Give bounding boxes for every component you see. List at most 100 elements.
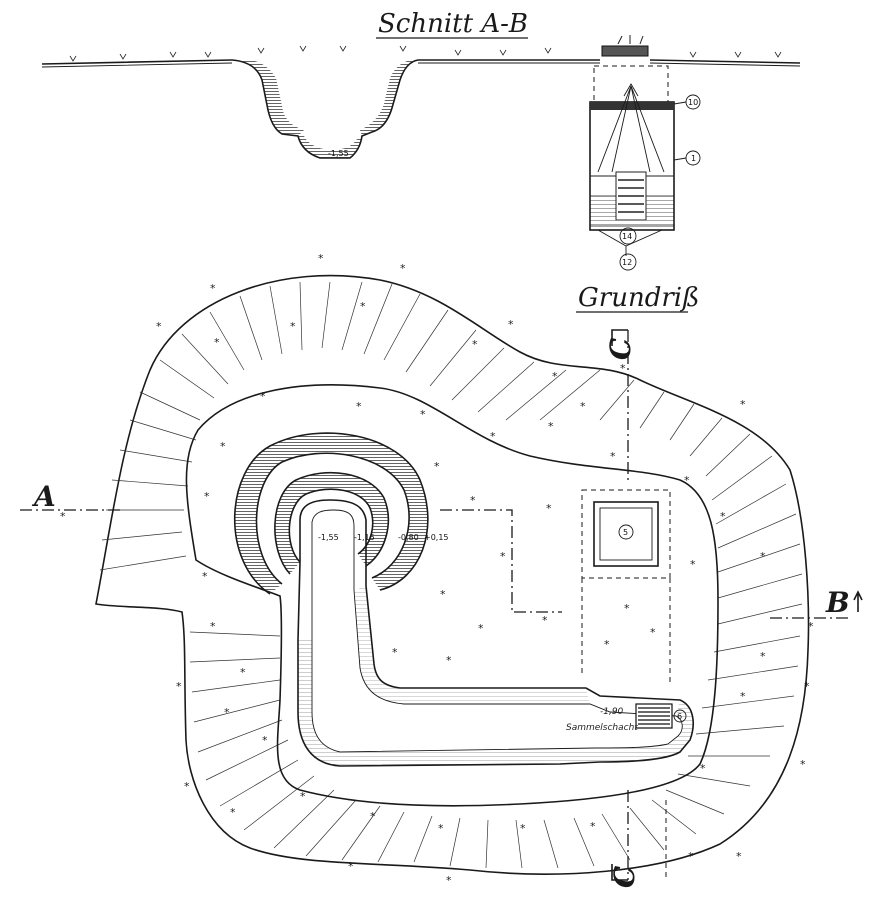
svg-text:*: * [356, 400, 362, 413]
svg-text:*: * [546, 502, 552, 515]
marker-c-bottom: C [608, 865, 641, 888]
section-line-ab [20, 509, 850, 619]
shaft-callout-circle [618, 524, 634, 540]
svg-text:*: * [60, 510, 66, 523]
level-1: -1,55 [318, 533, 339, 542]
section-callouts: 10 1 14 12 [619, 94, 701, 271]
section-title: Schnitt A-B [378, 9, 528, 39]
svg-text:*: * [542, 614, 548, 627]
svg-text:*: * [240, 666, 246, 679]
section-depth-label: -1,55 [328, 149, 349, 158]
svg-text:*: * [210, 620, 216, 633]
svg-text:*: * [440, 588, 446, 601]
svg-text:*: * [552, 370, 558, 383]
shaft-callout: 5 [623, 528, 628, 537]
svg-text:*: * [300, 790, 306, 803]
sump-depth: -1,90 [600, 707, 624, 717]
svg-text:*: * [290, 320, 296, 333]
svg-text:*: * [736, 850, 742, 863]
svg-text:*: * [400, 262, 406, 275]
svg-text:*: * [156, 320, 162, 333]
shaft-cover [601, 45, 649, 57]
marker-a: A [31, 480, 56, 513]
svg-text:*: * [610, 450, 616, 463]
svg-text:*: * [690, 558, 696, 571]
svg-text:*: * [472, 338, 478, 351]
marker-c-bottom-arrow [611, 864, 628, 881]
grass-asterisks: *** *** *** *** *** *** *** *** *** *** … [60, 252, 814, 887]
svg-text:*: * [318, 252, 324, 265]
sump-callout-circle [673, 709, 687, 723]
sump-callout: 6 [677, 712, 682, 721]
outer-spoil-boundary [95, 274, 810, 875]
svg-text:*: * [204, 490, 210, 503]
svg-text:*: * [580, 400, 586, 413]
svg-text:*: * [590, 820, 596, 833]
svg-text:*: * [224, 706, 230, 719]
svg-text:*: * [624, 602, 630, 615]
svg-text:*: * [348, 860, 354, 873]
svg-text:*: * [740, 398, 746, 411]
shaft-lid [590, 102, 674, 110]
svg-text:*: * [604, 638, 610, 651]
callout-10: 10 [688, 98, 698, 107]
grass-marks [69, 45, 782, 62]
callout-1: 1 [691, 154, 696, 163]
svg-text:*: * [230, 806, 236, 819]
svg-text:*: * [184, 780, 190, 793]
svg-text:*: * [420, 408, 426, 421]
svg-text:*: * [650, 626, 656, 639]
level-3: -0,80 [398, 533, 419, 542]
svg-text:*: * [360, 300, 366, 313]
callout-14: 14 [622, 232, 632, 241]
level-labels: -1,55 -1,15 -0,80 +0,15 [318, 533, 449, 542]
svg-text:*: * [434, 460, 440, 473]
svg-text:*: * [688, 850, 694, 863]
svg-text:*: * [220, 440, 226, 453]
level-4: +0,15 [424, 533, 449, 542]
svg-text:*: * [720, 510, 726, 523]
svg-text:*: * [684, 474, 690, 487]
plan-view: Grundriß 6 -1,90 Sammelschacht [20, 252, 863, 888]
marker-b: B [825, 586, 850, 619]
svg-text:*: * [176, 680, 182, 693]
svg-text:*: * [260, 390, 266, 403]
level-2: -1,15 [354, 533, 375, 542]
svg-text:*: * [760, 550, 766, 563]
svg-text:*: * [262, 734, 268, 747]
svg-text:*: * [202, 570, 208, 583]
plan-shaft-dash [581, 489, 671, 579]
svg-text:*: * [740, 690, 746, 703]
plan-title: Grundriß [578, 283, 699, 313]
sump-label: Sammelschacht [566, 723, 638, 733]
svg-text:*: * [210, 282, 216, 295]
svg-text:*: * [470, 494, 476, 507]
svg-text:*: * [446, 874, 452, 887]
marker-c-top: C [604, 337, 637, 360]
svg-text:*: * [700, 762, 706, 775]
svg-text:*: * [500, 550, 506, 563]
svg-text:*: * [370, 810, 376, 823]
svg-text:*: * [520, 822, 526, 835]
section-view: Schnitt A-B -1,55 10 [41, 9, 801, 271]
ground-line [41, 59, 801, 65]
svg-text:*: * [800, 758, 806, 771]
svg-text:*: * [438, 822, 444, 835]
spoil-hatching [99, 281, 803, 869]
svg-text:*: * [478, 622, 484, 635]
svg-text:*: * [804, 680, 810, 693]
svg-text:*: * [620, 362, 626, 375]
marker-c-top-arrow [611, 329, 628, 346]
svg-text:*: * [548, 420, 554, 433]
entry-spiral [233, 432, 429, 595]
svg-text:*: * [392, 646, 398, 659]
svg-text:*: * [760, 650, 766, 663]
plan-shaft [593, 501, 659, 567]
marker-b-arrow [853, 590, 863, 612]
svg-text:*: * [808, 620, 814, 633]
svg-text:*: * [490, 430, 496, 443]
svg-text:*: * [446, 654, 452, 667]
svg-text:*: * [508, 318, 514, 331]
inner-level-boundary [185, 384, 719, 807]
